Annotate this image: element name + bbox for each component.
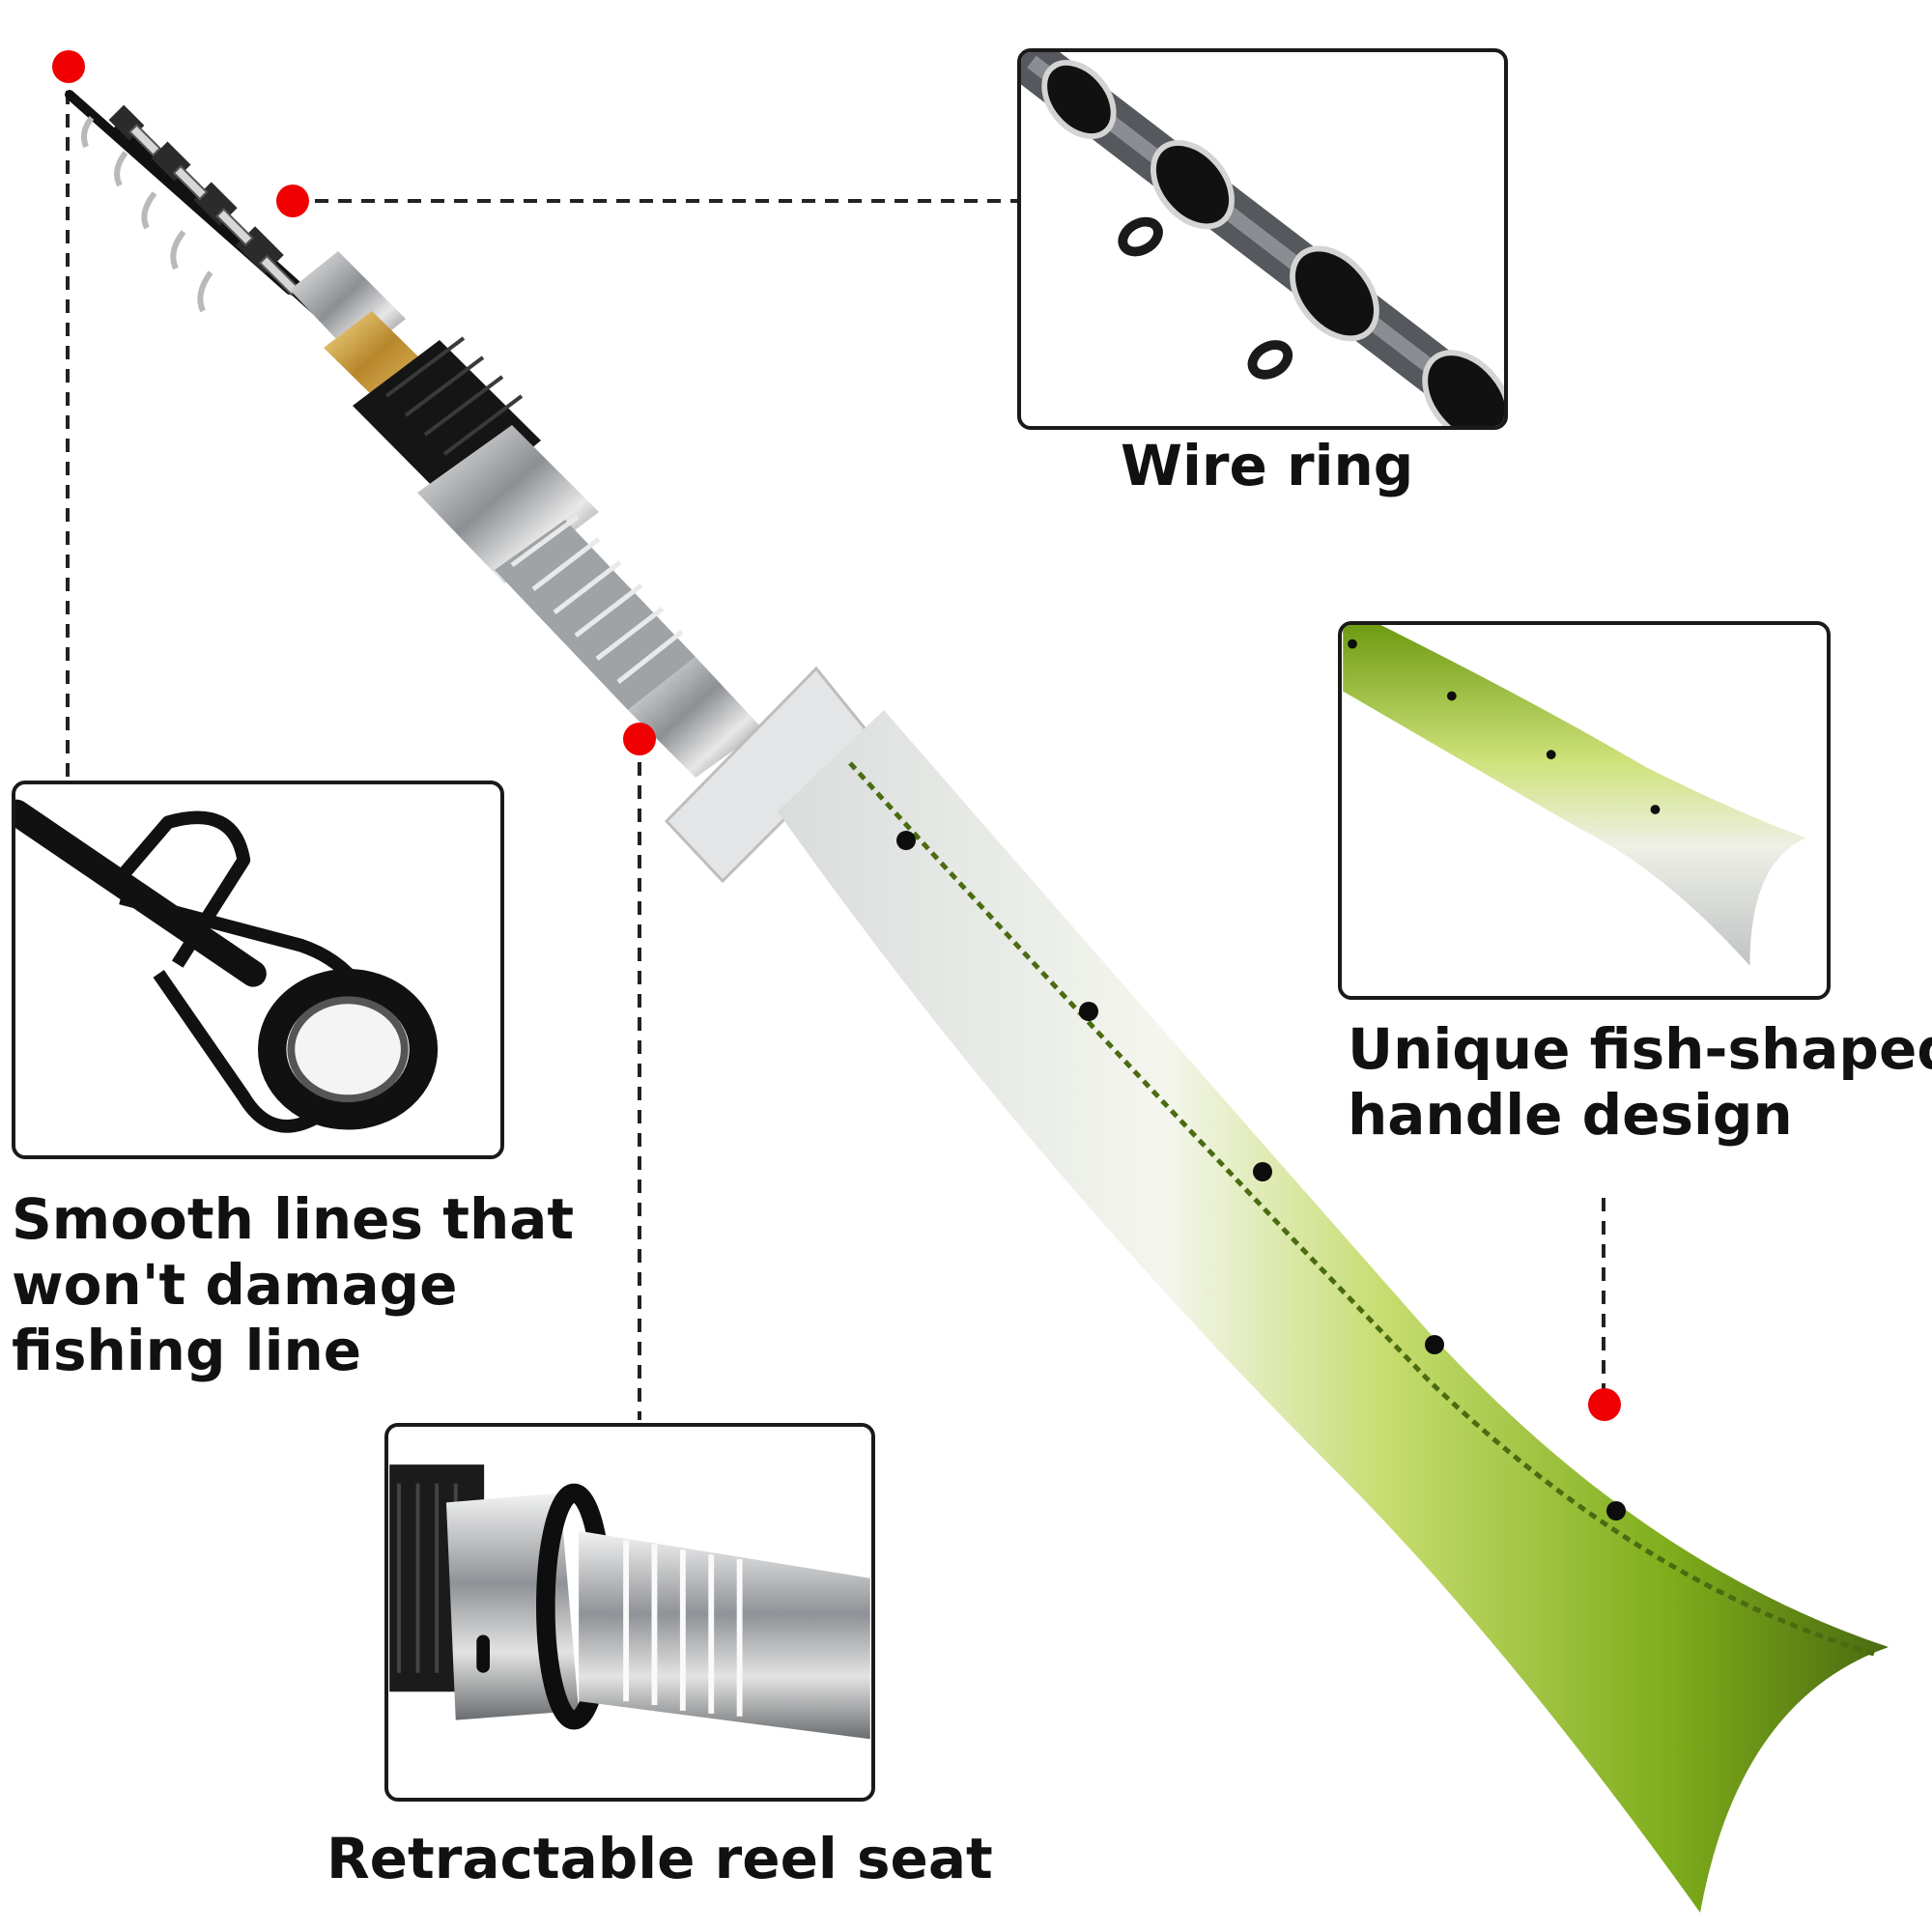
fish-handle-icon <box>1343 625 1807 966</box>
fish-handle-body <box>778 710 1889 1913</box>
marker-fish-handle <box>1588 1388 1621 1421</box>
fish-handle-panel <box>1338 621 1831 1000</box>
rod-butt-section <box>290 251 872 884</box>
marker-reel-seat <box>623 723 656 755</box>
fish-handle-caption: Unique fish-shaped handle design <box>1348 1016 1932 1148</box>
wire-ring-icon <box>1021 52 1504 426</box>
marker-guide-ring <box>276 185 309 217</box>
smooth-lines-caption: Smooth lines that won't damage fishing l… <box>12 1186 574 1383</box>
smooth-lines-line-1: Smooth lines that <box>12 1186 575 1252</box>
reel-seat-panel <box>384 1423 875 1802</box>
fish-handle-line-1: Unique fish-shaped <box>1348 1016 1932 1082</box>
fish-handle-line-2: handle design <box>1348 1082 1793 1148</box>
reel-seat-thread-icon <box>389 1464 870 1740</box>
guide-ring-panel <box>12 781 504 1159</box>
smooth-lines-line-2: won't damage <box>12 1252 458 1318</box>
reel-seat-caption: Retractable reel seat <box>327 1826 993 1891</box>
wire-ring-panel <box>1017 48 1508 430</box>
rod-tip-sections <box>65 90 325 315</box>
wire-ring-caption: Wire ring <box>1121 433 1414 498</box>
rod-guide-ring-icon <box>15 799 439 1133</box>
marker-rod-tip <box>52 50 85 83</box>
smooth-lines-line-3: fishing line <box>12 1318 362 1383</box>
